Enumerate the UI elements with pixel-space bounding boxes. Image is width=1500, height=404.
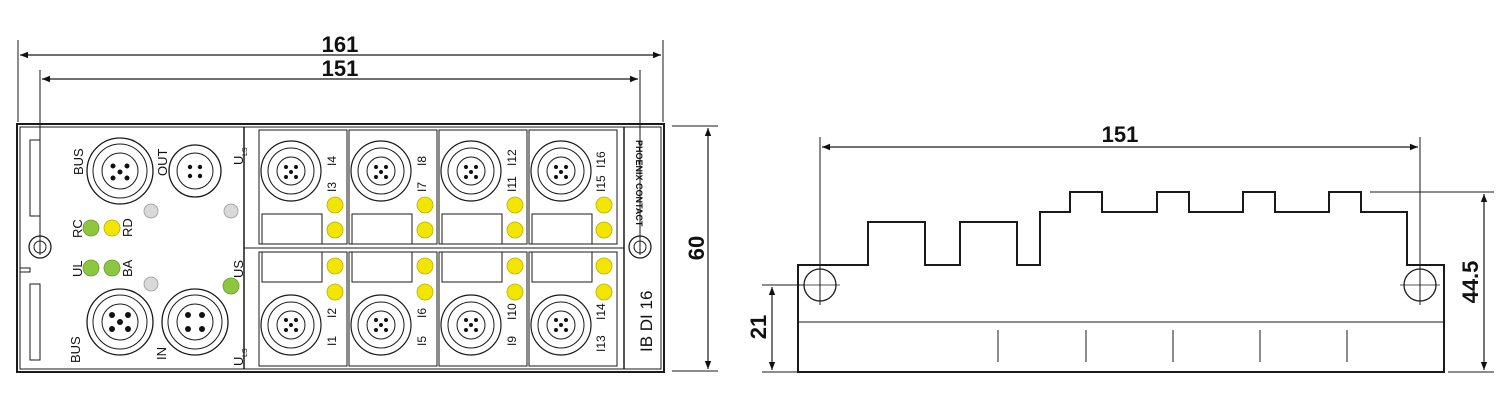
label-rd: RD <box>120 218 135 237</box>
dimension-161-label: 161 <box>322 32 359 57</box>
dimension-21-label: 21 <box>746 315 771 339</box>
dimension-60-label: 60 <box>684 236 709 260</box>
label-rc: RC <box>70 219 85 238</box>
channel-label: I14 <box>594 303 608 320</box>
channel-label: I13 <box>594 335 608 352</box>
brand-logo: PHOENIX CONTACT <box>634 140 644 227</box>
led-channel <box>416 221 434 239</box>
led-rd <box>103 219 121 237</box>
side-mounting-hole-right <box>1400 265 1440 305</box>
channel-label: I1 <box>325 336 339 346</box>
bus-out-connector <box>86 137 154 205</box>
io-column-1: I4 I3 I2 I1 <box>258 129 348 367</box>
led-us <box>222 277 240 295</box>
label-window <box>261 213 323 245</box>
channel-label: I3 <box>325 182 339 192</box>
dimension-height: 60 <box>672 125 718 372</box>
side-profile-outline <box>797 191 1445 373</box>
led-channel <box>326 221 344 239</box>
label-ul: UL <box>70 260 85 277</box>
bus-rail-bottom <box>29 283 41 361</box>
led-ba <box>103 259 121 277</box>
channel-label: I11 <box>505 176 519 192</box>
label-window <box>261 251 323 283</box>
label-bus-top: BUS <box>71 148 86 175</box>
uls-in-connector <box>161 288 229 356</box>
led-channel <box>326 196 344 214</box>
svg-text:U: U <box>231 156 246 165</box>
label-window <box>351 251 413 283</box>
led-channel <box>595 196 613 214</box>
led-channel <box>416 283 434 301</box>
led-channel <box>326 283 344 301</box>
label-ba: BA <box>120 259 135 277</box>
led-channel <box>506 283 524 301</box>
led-rc <box>82 219 100 237</box>
label-uls-bottom: U LS <box>231 348 249 366</box>
led-channel <box>416 196 434 214</box>
channel-label: I8 <box>415 156 429 166</box>
uls-out-connector <box>168 144 222 198</box>
label-window <box>531 213 593 245</box>
led-ul <box>82 259 100 277</box>
label-window <box>441 251 503 283</box>
io-column-3: I12 I11 I10 I9 <box>438 129 528 367</box>
channel-label: I10 <box>505 303 519 320</box>
led-channel <box>595 221 613 239</box>
led-grey <box>143 203 159 219</box>
bus-rail-top <box>29 139 41 217</box>
io-column-2: I8 I7 I6 I5 <box>348 129 438 367</box>
side-view: 151 21 44.5 <box>746 122 1494 373</box>
led-channel <box>326 257 344 275</box>
front-view: 161 151 60 <box>16 32 718 373</box>
label-bus-bottom: BUS <box>68 336 83 363</box>
led-channel <box>506 257 524 275</box>
housing-outline <box>16 123 665 373</box>
label-window <box>351 213 413 245</box>
side-mounting-hole-left <box>800 265 840 305</box>
label-in: IN <box>154 347 169 360</box>
housing-notch <box>19 232 31 273</box>
led-channel <box>595 257 613 275</box>
channel-label: I5 <box>415 336 429 346</box>
channel-label: I12 <box>505 149 519 166</box>
dimension-overall-width: 161 <box>17 32 664 122</box>
label-window <box>441 213 503 245</box>
dimension-151-label: 151 <box>1102 122 1139 147</box>
mounting-hole-right <box>628 235 652 259</box>
led-grey <box>223 203 239 219</box>
channel-label: I9 <box>505 336 519 346</box>
channel-label: I16 <box>594 151 608 168</box>
product-name: IB DI 16 <box>637 291 656 352</box>
led-channel <box>506 196 524 214</box>
dimension-44-5-label: 44.5 <box>1458 261 1483 304</box>
channel-label: I4 <box>325 156 339 166</box>
dimension-hole-spacing: 151 <box>39 56 641 255</box>
svg-text:U: U <box>231 357 246 366</box>
label-out: OUT <box>155 149 170 177</box>
led-channel <box>595 283 613 301</box>
label-uls-top: U LS <box>231 147 249 165</box>
svg-text:LS: LS <box>242 147 249 156</box>
dimension-151-label: 151 <box>322 56 359 81</box>
channel-label: I6 <box>415 308 429 318</box>
led-channel <box>506 221 524 239</box>
channel-label: I2 <box>325 308 339 318</box>
bus-in-connector <box>86 288 154 356</box>
label-window <box>531 251 593 283</box>
label-us: US <box>231 260 246 278</box>
channel-label: I7 <box>415 182 429 192</box>
io-column-4: I16 I15 I14 I13 <box>528 129 618 367</box>
led-channel <box>416 257 434 275</box>
channel-label: I15 <box>594 175 608 192</box>
svg-text:LS: LS <box>242 348 249 357</box>
led-grey <box>143 276 159 292</box>
mounting-hole-left <box>28 235 52 259</box>
